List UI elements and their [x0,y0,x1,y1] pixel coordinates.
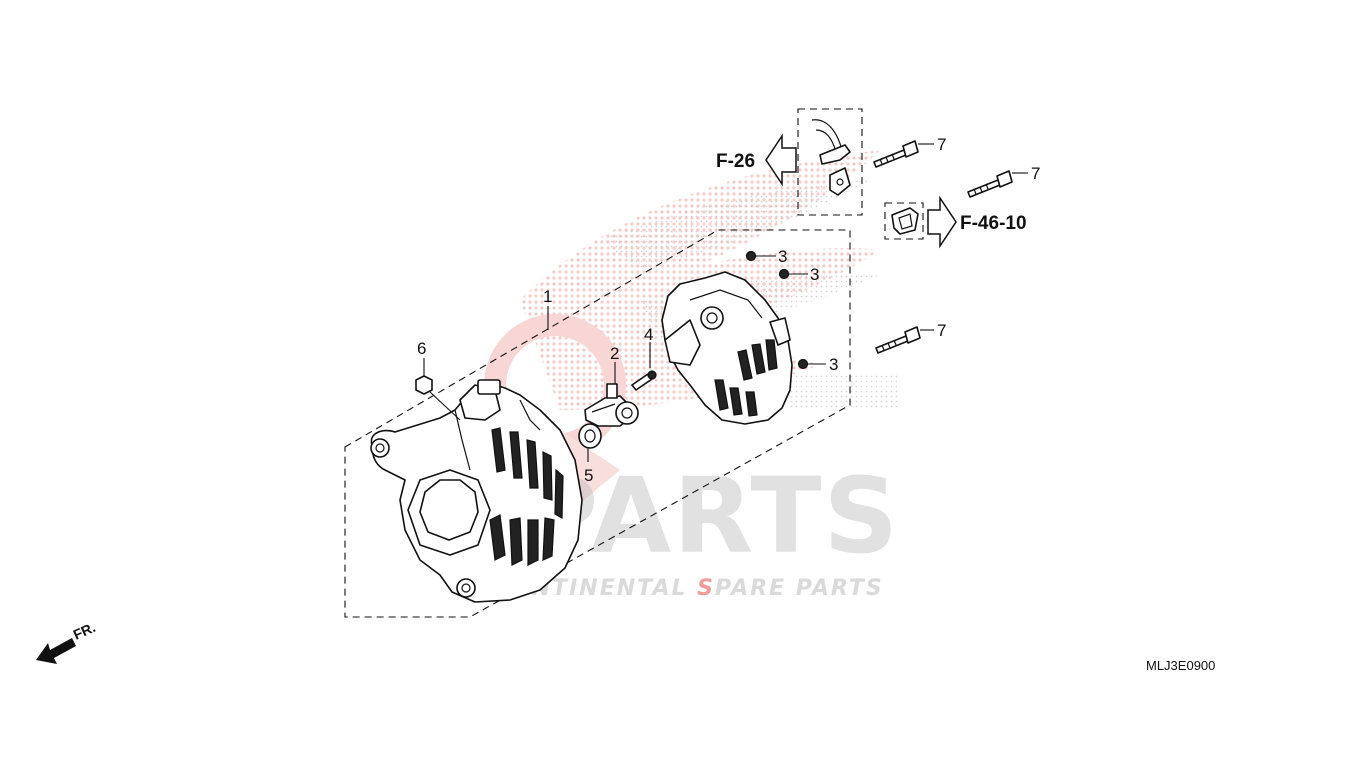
assembly-outline [344,229,851,618]
nut-3-mid [778,268,790,280]
rear-cover [661,271,793,425]
cover-vents [714,339,778,417]
ref-arrow-f26[interactable]: F-26 [716,133,797,187]
screw-4 [631,370,657,391]
alternator-body [370,379,583,603]
front-arrow-icon [36,638,76,664]
callout-5: 5 [584,466,593,485]
callout-3-mid: 3 [810,265,819,284]
callout-3-top: 3 [778,247,787,266]
nut-3-bottom [797,358,809,370]
brush-holder [584,383,639,427]
ref-arrow-f4610[interactable]: F-46-10 [927,195,1027,249]
callout-7-lower: 7 [937,321,946,340]
callout-3-bottom: 3 [829,355,838,374]
callout-7-top: 7 [937,135,946,154]
callout-6: 6 [417,339,426,358]
clip-group [884,202,924,240]
callout-7-right: 7 [1031,164,1040,183]
callout-4: 4 [644,325,653,344]
bolt-7-lower [875,326,921,354]
nut-3-top [745,250,757,262]
harness-clamp-group [797,108,863,216]
cooling-fins [489,427,564,566]
callout-1: 1 [543,287,552,306]
bolt-7-right [967,170,1013,198]
drawing-code: MLJ3E0900 [1146,658,1215,673]
ref-label-f4610: F-46-10 [960,213,1027,234]
bolt-7-top [873,140,919,168]
front-label: FR. [71,619,98,643]
ref-label-f26: F-26 [716,151,755,172]
leader-lines [423,143,1028,462]
nut-6 [415,375,433,395]
callout-2: 2 [610,344,619,363]
washer [578,423,602,449]
front-direction-indicator: FR. [36,619,98,664]
callouts: 1 2 3 3 3 4 5 6 7 7 7 [417,135,1040,485]
